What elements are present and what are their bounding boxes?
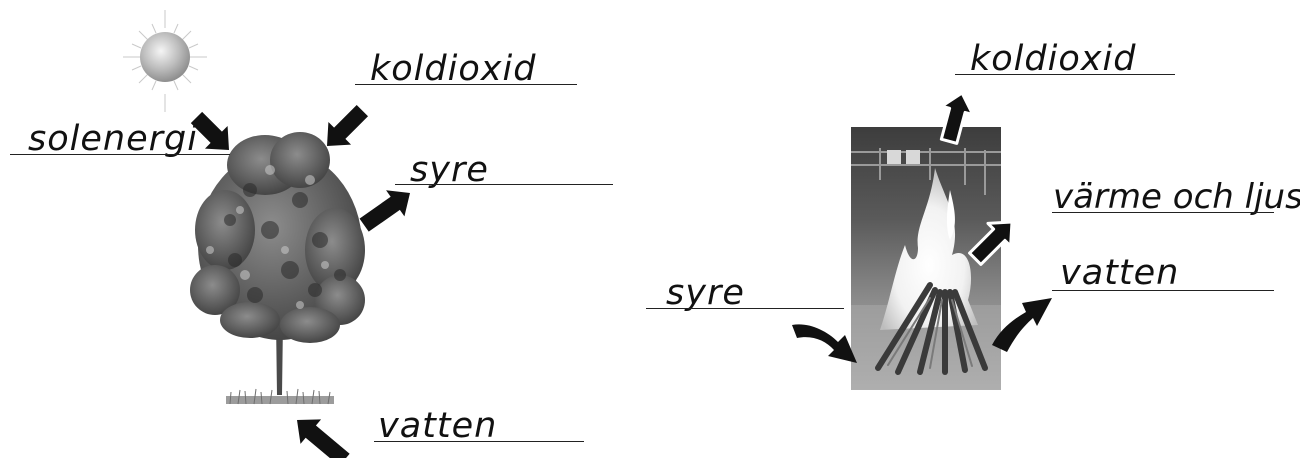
water-out-of-fire-arrow — [992, 298, 1052, 352]
water-input-label: vatten — [378, 406, 498, 446]
bonfire-icon — [851, 127, 1001, 390]
co2-into-tree-arrow — [327, 104, 369, 146]
fire-co2-answer-line — [955, 74, 1175, 75]
fire-oxygen-label: syre — [666, 273, 745, 313]
co2-input-label: koldioxid — [370, 49, 537, 89]
fire-water-answer-line — [1052, 290, 1274, 291]
oxygen-into-fire-arrow — [792, 324, 857, 363]
fire-water-label: vatten — [1060, 253, 1180, 293]
fire-heat-light-label: värme och ljus — [1053, 177, 1300, 217]
co2-input-answer-line — [355, 84, 577, 85]
oxygen-output-answer-line — [395, 184, 613, 185]
fire-oxygen-answer-line — [646, 308, 844, 309]
tree-icon — [190, 132, 365, 405]
oxygen-output-label: syre — [410, 150, 489, 190]
heat-light-out-of-fire-arrow — [968, 220, 1014, 266]
water-input-answer-line — [374, 441, 584, 442]
sun-icon — [123, 10, 207, 112]
sun-to-tree-arrow — [190, 111, 229, 150]
sun-energy-answer-line — [10, 154, 230, 155]
sun-energy-label: solenergi — [28, 119, 198, 159]
fire-co2-label: koldioxid — [970, 39, 1137, 79]
oxygen-out-of-tree-arrow — [359, 190, 410, 232]
water-into-tree-arrow — [297, 419, 350, 458]
fire-heat-light-answer-line — [1052, 212, 1274, 213]
co2-out-of-fire-arrow — [939, 91, 975, 145]
